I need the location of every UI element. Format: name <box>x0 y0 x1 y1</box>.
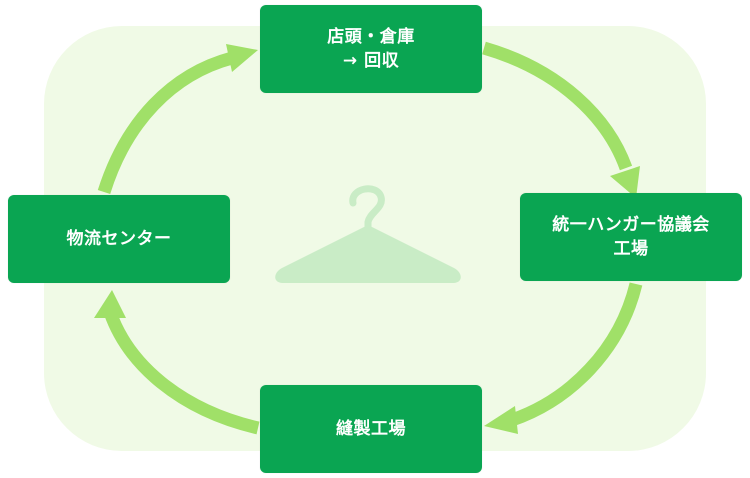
node-logistics-center: 物流センター <box>8 195 230 283</box>
node-store-line2: → 回収 <box>342 51 400 71</box>
node-assoc-line1: 統一ハンガー協議会 <box>552 215 710 235</box>
arrow-store-to-assoc <box>482 41 633 171</box>
arrowhead-store-to-assoc <box>610 166 640 198</box>
hanger-icon <box>275 185 461 283</box>
arrow-assoc-to-sewing <box>509 282 643 427</box>
node-logi-line1: 物流センター <box>66 229 172 249</box>
arrowhead-logi-to-store <box>226 44 258 72</box>
arrow-sewing-to-logi <box>103 309 260 435</box>
node-sewing-line1: 縫製工場 <box>336 419 406 439</box>
node-hanger-association-factory: 統一ハンガー協議会 工場 <box>520 193 742 281</box>
node-store-line1: 店頭・倉庫 <box>327 27 415 47</box>
arrowhead-sewing-to-logi <box>94 290 126 318</box>
node-store-warehouse: 店頭・倉庫 → 回収 <box>260 5 482 93</box>
arrow-logi-to-store <box>97 51 234 194</box>
node-assoc-line2: 工場 <box>613 239 649 259</box>
arrowhead-assoc-to-sewing <box>484 406 518 434</box>
node-sewing-factory: 縫製工場 <box>260 385 482 473</box>
